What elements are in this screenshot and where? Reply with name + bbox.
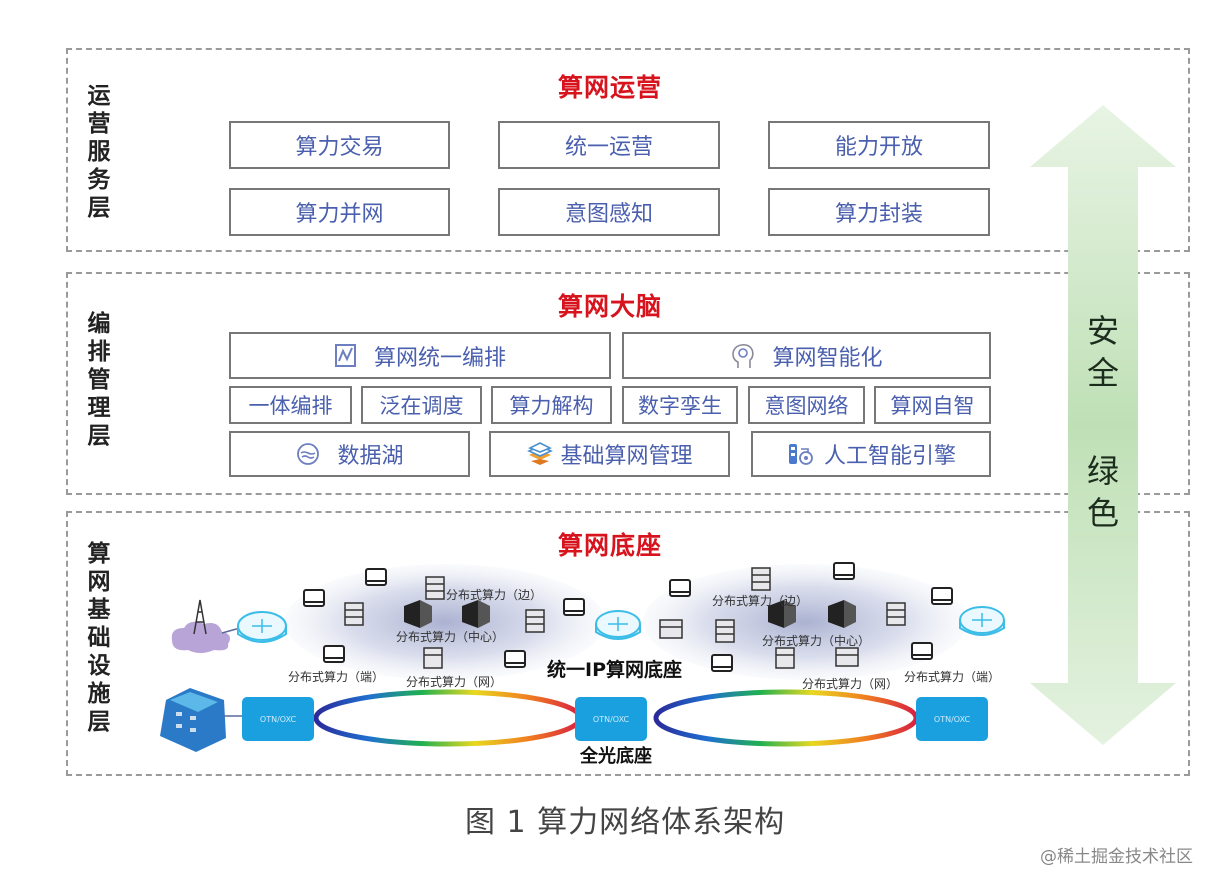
op-box-label: 算力并网 (295, 202, 384, 227)
op-box-label: 意图感知 (564, 202, 653, 227)
label-center-right: 分布式算力（中心） (762, 634, 871, 648)
op-box-label: 能力开放 (834, 135, 923, 160)
label-end-left: 分布式算力（端） (288, 670, 385, 684)
op-box-label: 算力交易 (295, 135, 384, 160)
watermark: @稀土掘金技术社区 (1040, 847, 1193, 867)
orch-box-label: 算网自智 (890, 394, 975, 418)
orch-box-label: 意图网络 (764, 394, 849, 418)
op-box-compute-trading[interactable]: 算力交易 (229, 121, 450, 169)
orch-box-unified-orchestration[interactable]: 算网统一编排 (229, 332, 611, 379)
orch-box-label: 数字孪生 (638, 394, 722, 418)
orch-box-integrated-orchestration[interactable]: 一体编排 (229, 386, 352, 424)
op-box-compute-grid[interactable]: 算力并网 (229, 188, 450, 236)
otn-node-label: OTN/OXC (592, 714, 630, 724)
orch-box-data-lake[interactable]: 数据湖 (229, 431, 470, 477)
orch-box-label: 基础算网管理 (560, 444, 693, 469)
otn-node-label: OTN/OXC (259, 714, 297, 724)
ai-head-icon (730, 342, 756, 370)
op-box-unified-operation[interactable]: 统一运营 (498, 121, 720, 169)
otn-node-right[interactable]: OTN/OXC (916, 697, 988, 741)
orchestration-layer (66, 272, 1190, 495)
label-net-right: 分布式算力（网） (802, 677, 899, 691)
arrow-text-security: 安全 (1086, 312, 1119, 392)
operation-layer-label: 运营服务层 (87, 83, 111, 221)
double-arrow-icon (1030, 105, 1176, 745)
figure-caption: 图 1 算力网络体系架构 (465, 805, 786, 840)
orch-box-label: 泛在调度 (379, 394, 464, 418)
label-edge-right: 分布式算力（边） (712, 594, 809, 608)
chart-frame-icon (334, 343, 358, 369)
orch-box-autonomous-network[interactable]: 算网自智 (874, 386, 991, 424)
orch-box-label: 算网统一编排 (373, 345, 506, 371)
op-box-compute-encapsulation[interactable]: 算力封装 (768, 188, 990, 236)
label-net-left: 分布式算力（网） (406, 675, 503, 689)
infrastructure-layer (66, 511, 1190, 776)
operation-layer-title: 算网运营 (557, 73, 662, 102)
security-green-arrow (1030, 105, 1176, 745)
orch-box-compute-deconstruction[interactable]: 算力解构 (491, 386, 612, 424)
infrastructure-layer-label: 算网基础设施层 (87, 541, 111, 735)
orch-box-ubiquitous-scheduling[interactable]: 泛在调度 (361, 386, 482, 424)
orch-box-basic-management[interactable]: 基础算网管理 (489, 431, 730, 477)
orchestration-layer-label: 编排管理层 (87, 311, 111, 449)
ip-base-label: 统一IP算网底座 (547, 659, 682, 681)
arrow-text-green: 绿色 (1086, 452, 1119, 532)
label-end-right: 分布式算力（端） (904, 670, 1001, 684)
orch-box-label: 人工智能引擎 (823, 444, 956, 469)
orch-box-label: 数据湖 (337, 444, 404, 469)
op-box-label: 算力封装 (834, 202, 923, 227)
optical-base-label: 全光底座 (580, 746, 652, 767)
orch-box-label: 算网智能化 (772, 345, 883, 371)
infrastructure-layer-title: 算网底座 (557, 531, 662, 560)
orch-box-label: 一体编排 (248, 394, 333, 418)
layers-icon (526, 440, 554, 468)
label-center-left: 分布式算力（中心） (396, 630, 505, 644)
orch-box-label: 算力解构 (509, 394, 594, 418)
otn-node-label: OTN/OXC (933, 714, 971, 724)
orch-box-intent-network[interactable]: 意图网络 (748, 386, 865, 424)
otn-node-left[interactable]: OTN/OXC (242, 697, 314, 741)
otn-node-middle[interactable]: OTN/OXC (575, 697, 647, 741)
operation-layer (66, 48, 1190, 252)
ai-engine-icon (786, 441, 816, 467)
orch-box-ai-engine[interactable]: 人工智能引擎 (751, 431, 991, 477)
data-lake-icon (295, 441, 321, 467)
orch-box-digital-twin[interactable]: 数字孪生 (622, 386, 738, 424)
op-box-intent-sensing[interactable]: 意图感知 (498, 188, 720, 236)
orchestration-layer-title: 算网大脑 (557, 292, 662, 321)
op-box-label: 统一运营 (564, 135, 653, 160)
orch-box-intelligence[interactable]: 算网智能化 (622, 332, 991, 379)
label-edge-left: 分布式算力（边） (446, 588, 543, 602)
op-box-capability-opening[interactable]: 能力开放 (768, 121, 990, 169)
